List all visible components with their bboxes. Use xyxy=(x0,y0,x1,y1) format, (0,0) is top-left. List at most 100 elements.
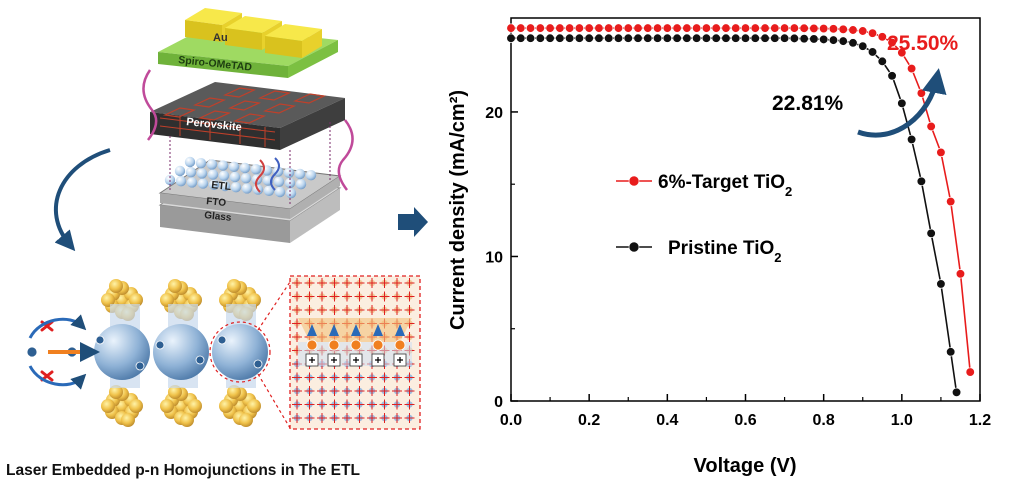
gold-atom xyxy=(168,385,182,399)
x-tick-label: 0.8 xyxy=(813,412,835,429)
y-tick-label: 0 xyxy=(494,394,503,411)
data-point xyxy=(662,33,672,43)
series-target-line xyxy=(506,23,975,377)
lattice-bond xyxy=(292,399,302,410)
tio2-particle xyxy=(153,324,209,380)
data-point xyxy=(594,23,604,33)
data-point xyxy=(584,23,594,33)
data-point xyxy=(877,32,887,42)
lattice-bond xyxy=(292,305,302,315)
data-point xyxy=(779,23,790,33)
gold-atom xyxy=(121,413,135,427)
etl-particle xyxy=(174,165,186,177)
etl-particle xyxy=(305,170,317,181)
gold-atom xyxy=(101,399,115,413)
hole-transport-arrow xyxy=(142,69,158,141)
x-tick-label: 0.6 xyxy=(734,412,756,429)
lattice-bond xyxy=(392,372,402,383)
perovskite-layer xyxy=(150,82,345,150)
etl-particle xyxy=(206,159,218,170)
legend-sub-pristine: 2 xyxy=(774,250,781,265)
lattice-bond xyxy=(379,399,390,410)
data-point xyxy=(951,387,962,397)
lattice-bond xyxy=(292,332,302,342)
plus-sign-icon xyxy=(331,357,337,363)
legend-sub-target: 2 xyxy=(785,184,792,199)
data-point xyxy=(711,33,721,43)
lattice-bond xyxy=(292,278,302,288)
efficiency-increase-arrow-icon xyxy=(857,68,947,138)
data-point xyxy=(721,23,731,33)
y-tick-label: 10 xyxy=(485,249,503,266)
lattice-bond xyxy=(304,399,315,410)
data-point xyxy=(897,98,907,108)
data-point xyxy=(809,23,819,34)
data-point xyxy=(672,33,682,43)
lattice-bond xyxy=(392,278,402,288)
lattice-bond xyxy=(292,318,302,329)
data-point xyxy=(711,23,721,33)
etl-particle xyxy=(175,176,187,187)
data-point xyxy=(897,48,907,58)
data-point xyxy=(731,33,741,43)
data-point xyxy=(731,23,741,33)
lattice-bond xyxy=(367,413,377,423)
data-point xyxy=(916,88,927,98)
figure-caption: Laser Embedded p-n Homojunctions in The … xyxy=(6,462,360,479)
etl-particle xyxy=(208,179,220,190)
data-point xyxy=(594,33,604,43)
lattice-bond xyxy=(342,399,352,410)
lattice-bond xyxy=(392,386,402,396)
au-electrodes xyxy=(185,8,322,58)
series-line xyxy=(511,37,958,393)
x-axis-title: Voltage (V) xyxy=(694,455,797,477)
data-point xyxy=(545,33,555,43)
legend-label-pristine: Pristine TiO xyxy=(668,238,774,259)
lattice-bond xyxy=(329,386,340,396)
etl-particle xyxy=(230,182,242,193)
up-arrow-icon xyxy=(373,324,383,336)
data-point xyxy=(740,23,751,33)
etl-particle xyxy=(196,168,208,179)
data-point xyxy=(525,33,536,43)
lattice-bond xyxy=(404,278,415,288)
lattice-bond xyxy=(404,399,415,410)
data-point xyxy=(760,23,770,33)
data-point xyxy=(672,23,682,33)
gold-atom xyxy=(188,399,202,413)
up-arrow-icon xyxy=(351,324,361,336)
data-point xyxy=(516,23,526,33)
data-point xyxy=(613,23,624,33)
data-point xyxy=(545,23,555,33)
data-point xyxy=(955,269,966,279)
lattice-bond xyxy=(342,305,352,315)
lattice-bond xyxy=(379,372,390,383)
lattice-bond xyxy=(392,291,402,302)
plus-sign-icon xyxy=(397,357,403,363)
au-label: Au xyxy=(213,32,228,44)
etl-particle xyxy=(218,170,230,181)
data-point xyxy=(701,23,712,33)
etl-particle xyxy=(217,160,229,171)
lattice-bond xyxy=(367,386,377,396)
lattice-bond xyxy=(367,305,377,315)
lattice-bond xyxy=(317,386,327,396)
series-pristine-line xyxy=(506,33,962,397)
lattice-bond xyxy=(367,372,377,383)
gold-atom xyxy=(219,399,233,413)
etl-particle xyxy=(294,168,306,180)
data-point xyxy=(906,134,917,145)
data-point xyxy=(946,196,956,207)
lattice-bond xyxy=(292,291,302,302)
data-point xyxy=(926,228,936,238)
data-point xyxy=(652,23,663,33)
gold-atom xyxy=(180,413,194,427)
lattice-bond xyxy=(379,386,390,396)
data-point xyxy=(828,24,839,34)
gold-atom xyxy=(101,293,115,307)
data-point xyxy=(701,33,712,43)
gold-atom xyxy=(160,293,174,307)
data-point xyxy=(965,367,975,377)
gold-atom xyxy=(247,399,261,413)
